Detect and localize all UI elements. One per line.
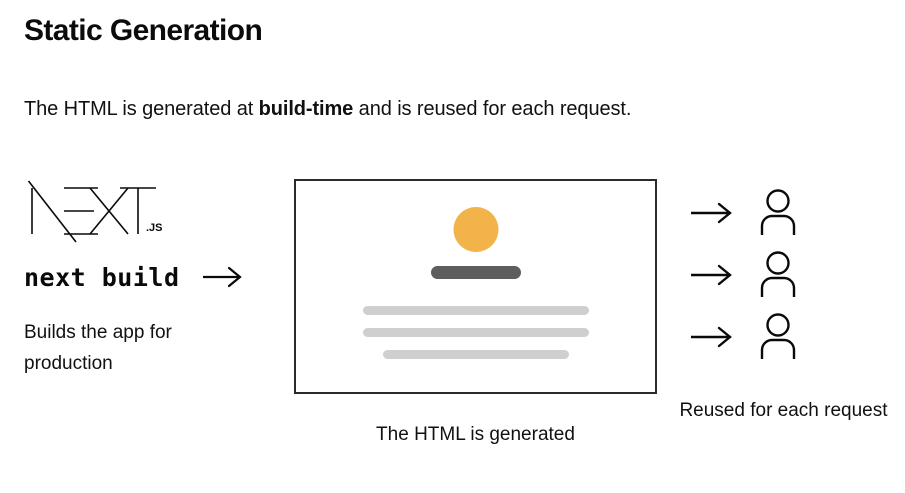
generated-page-mockup bbox=[294, 179, 657, 394]
person-icon bbox=[760, 313, 796, 359]
requests-caption: Reused for each request bbox=[679, 400, 888, 421]
intro-paragraph: The HTML is generated at build-time and … bbox=[24, 96, 631, 123]
person-icon bbox=[760, 251, 796, 297]
mockup-title-bar bbox=[430, 266, 521, 279]
request-row bbox=[690, 306, 875, 368]
mockup-text-line bbox=[362, 306, 589, 315]
arrow-right-icon bbox=[691, 202, 732, 224]
mockup-text-line bbox=[362, 328, 589, 337]
arrow-right-icon bbox=[691, 326, 732, 348]
mockup-hero-circle bbox=[453, 207, 498, 252]
build-caption: Builds the app for production bbox=[24, 322, 172, 374]
build-step-group: .JS next build Builds the app for produc… bbox=[24, 176, 284, 380]
arrow-right-icon bbox=[202, 266, 242, 288]
intro-prefix: The HTML is generated at bbox=[24, 98, 259, 120]
nextjs-logo: .JS bbox=[27, 180, 163, 243]
request-row bbox=[690, 244, 875, 306]
intro-emphasis: build-time bbox=[258, 98, 354, 120]
intro-suffix: and is reused for each request. bbox=[353, 98, 632, 120]
page-title: Static Generation bbox=[24, 14, 263, 47]
build-command-row: next build bbox=[24, 260, 284, 294]
requests-group bbox=[690, 182, 875, 368]
mockup-text-line bbox=[382, 350, 569, 359]
arrow-right-icon bbox=[691, 264, 732, 286]
nextjs-logo-suffix: .JS bbox=[146, 222, 163, 234]
request-row bbox=[690, 182, 875, 244]
mockup-caption: The HTML is generated bbox=[376, 424, 575, 445]
person-icon bbox=[760, 189, 796, 235]
build-command-text: next build bbox=[24, 262, 180, 292]
